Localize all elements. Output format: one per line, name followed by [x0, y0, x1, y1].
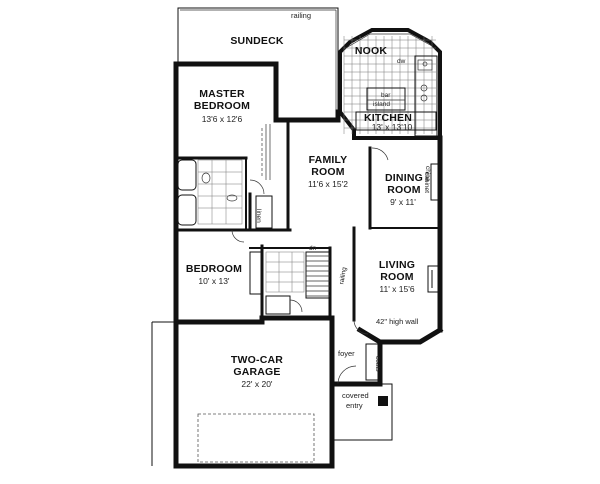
garage-dims: 22' x 20' [241, 379, 273, 389]
kitchen-dims: 13' x 13'10 [372, 122, 413, 132]
dining-room-label-1: DINING [385, 172, 423, 184]
china-cabinet [430, 163, 441, 201]
kitchen-label: KITCHEN [364, 112, 412, 124]
entry-post [378, 396, 388, 406]
covered-entry-label-2: entry [346, 401, 363, 410]
coats-closet [365, 343, 379, 381]
bedroom-dims: 10' x 13' [198, 276, 230, 286]
wall-note: 42" high wall [376, 317, 419, 326]
covered-entry-label-1: covered [342, 391, 369, 400]
dishwasher-label: dw [397, 58, 406, 65]
master-bedroom-dims: 13'6 x 12'6 [202, 114, 243, 124]
door-swings [231, 147, 389, 385]
railing-top-label: railing [291, 11, 311, 20]
stair-down-label: dn [309, 245, 317, 252]
family-room-dims: 11'6 x 15'2 [308, 179, 348, 189]
master-bedroom-label-2: BEDROOM [194, 100, 250, 112]
coats-label: coats [374, 356, 381, 372]
family-room-label-1: FAMILY [309, 154, 348, 166]
cabinet-label: cabinet [423, 172, 430, 193]
living-room-dims: 11' x 15'6 [379, 284, 414, 294]
living-room-label-1: LIVING [379, 259, 415, 271]
fireplace [427, 265, 441, 293]
master-bath-fixtures [177, 159, 243, 226]
china-label: china [424, 166, 431, 182]
living-room-label-2: ROOM [380, 271, 414, 283]
staircase [305, 251, 331, 299]
bar-label: bar [381, 92, 391, 99]
garage-label-2: GARAGE [233, 366, 280, 378]
bedroom-label: BEDROOM [186, 263, 242, 275]
garage-door-outline [197, 413, 315, 463]
nook-label: NOOK [355, 45, 388, 57]
island-label: island [373, 101, 390, 108]
hall-bath-fixtures [249, 251, 305, 315]
sundeck-label: SUNDECK [230, 35, 284, 47]
railing-stair-label: railing [338, 266, 348, 285]
foyer-label: foyer [338, 349, 355, 358]
linen-label: linen [255, 209, 262, 223]
dining-room-dims: 9' x 11' [390, 197, 416, 207]
garage-label-1: TWO-CAR [231, 354, 283, 366]
family-room-label-2: ROOM [311, 166, 345, 178]
covered-entry-area [333, 383, 393, 441]
master-bedroom-label-1: MASTER [199, 88, 245, 100]
master-closet [261, 124, 271, 180]
linen-closet [255, 195, 273, 229]
dining-room-label-2: ROOM [387, 184, 421, 196]
